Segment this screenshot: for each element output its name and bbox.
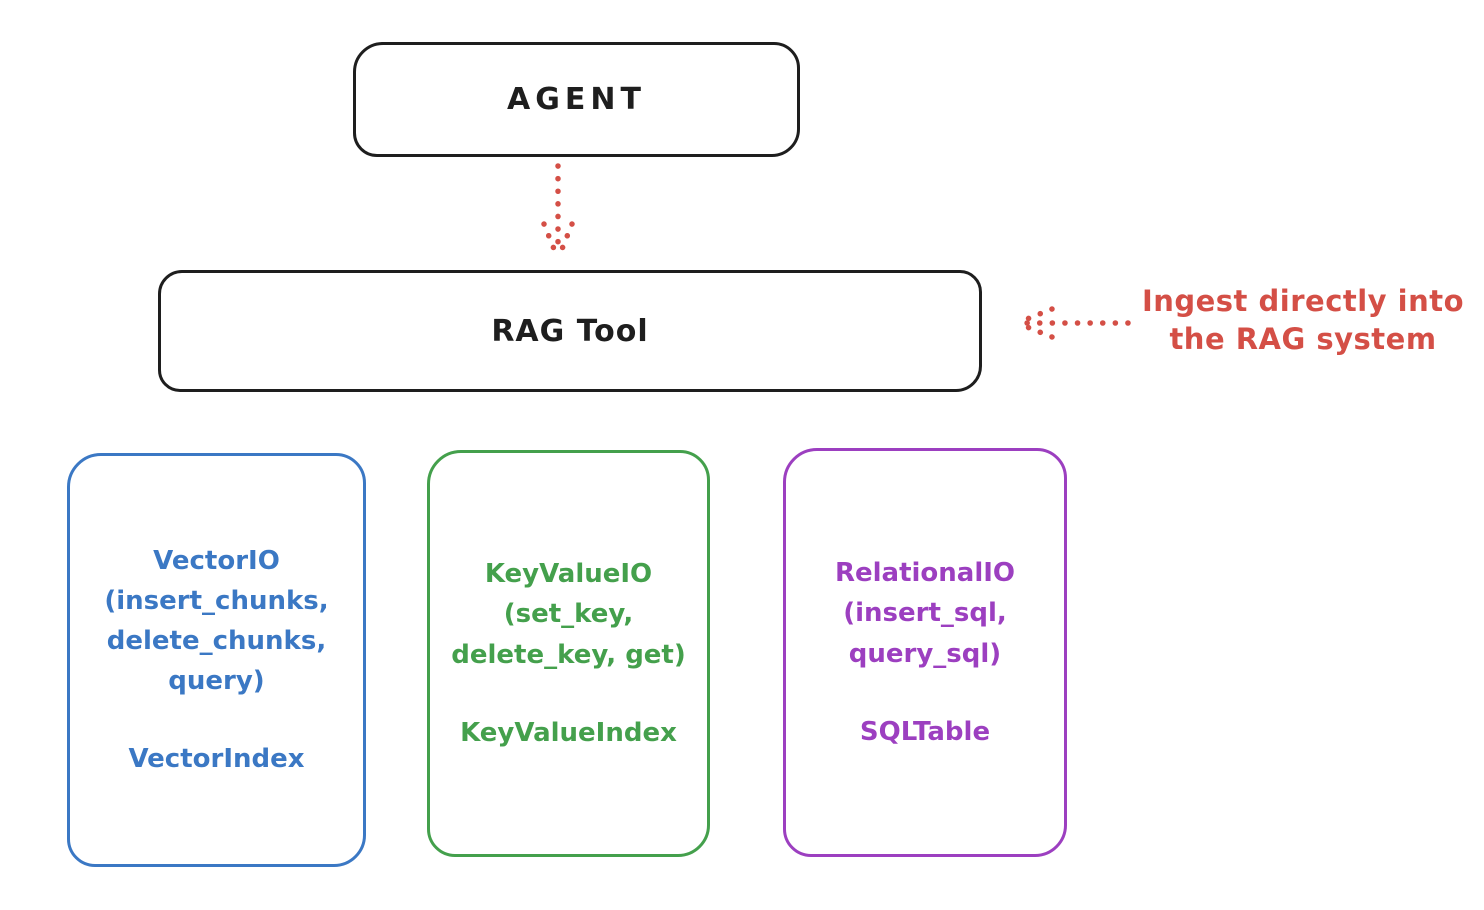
agent-node: AGENT: [353, 42, 800, 157]
ingest-annotation-text: Ingest directly into the RAG system: [1141, 284, 1465, 356]
keyvalue-io-interface-label: KeyValueIO (set_key, delete_key, get): [451, 559, 686, 670]
relational-io-card: RelationalIO (insert_sql, query_sql) SQL…: [783, 448, 1067, 857]
ingest-annotation-arrow-icon: [1014, 306, 1131, 340]
keyvalue-io-card: KeyValueIO (set_key, delete_key, get) Ke…: [427, 450, 710, 857]
relational-io-interface-label: RelationalIO (insert_sql, query_sql): [834, 558, 1016, 669]
keyvalue-io-index-label: KeyValueIndex: [460, 717, 677, 748]
agent-to-rag-tool-arrow-icon: [541, 163, 575, 262]
rag-tool-node-label: RAG Tool: [491, 313, 649, 349]
vector-io-card: VectorIO (insert_chunks, delete_chunks, …: [67, 453, 366, 867]
agent-node-label: AGENT: [507, 82, 646, 117]
relational-io-index-label: SQLTable: [859, 716, 991, 747]
vector-io-interface-label: VectorIO (insert_chunks, delete_chunks, …: [104, 545, 329, 697]
vector-io-index-label: VectorIndex: [128, 744, 305, 775]
rag-tool-node: RAG Tool: [158, 270, 982, 392]
